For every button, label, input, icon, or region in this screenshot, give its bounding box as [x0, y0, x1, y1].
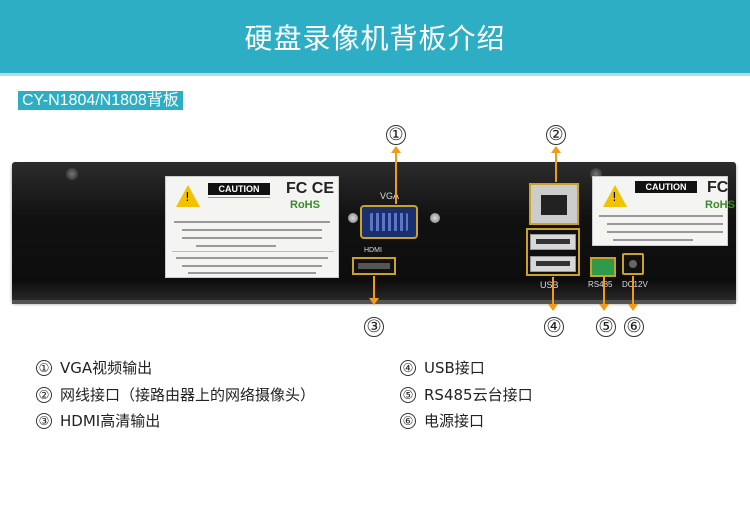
label-text-line	[188, 272, 316, 274]
label-text-line	[182, 237, 322, 239]
arrow-down-icon	[599, 304, 609, 311]
rohs-mark: RoHS	[705, 199, 735, 211]
legend-item: ④ USB接口	[400, 355, 533, 382]
fc-mark: FC	[707, 179, 729, 196]
legend-text: 电源接口	[424, 412, 485, 430]
rs485-port-label: RS485	[588, 280, 613, 289]
legend-item: ③ HDMI高清输出	[36, 408, 315, 435]
vga-port-label: VGA	[380, 191, 400, 201]
legend-text: VGA视频输出	[60, 359, 153, 377]
legend-number: ④	[400, 360, 416, 376]
lan-port	[529, 183, 579, 225]
dc-power-port	[622, 253, 644, 275]
label-text-line	[613, 239, 693, 241]
arrow-line	[632, 276, 634, 304]
warning-label-left: ! CAUTION FC CE RoHS	[165, 176, 339, 278]
legend-item: ② 网线接口（接路由器上的网络摄像头）	[36, 382, 315, 409]
arrow-up-icon	[391, 146, 401, 153]
legend-number: ③	[36, 413, 52, 429]
hdmi-port-label: HDMI	[364, 247, 382, 254]
legend-right: ④ USB接口 ⑤ RS485云台接口 ⑥ 电源接口	[400, 355, 533, 435]
usb-port-group	[526, 228, 580, 276]
page-title: 硬盘录像机背板介绍	[244, 21, 506, 55]
page-header: 硬盘录像机背板介绍	[0, 0, 750, 76]
warning-triangle-icon: !	[176, 185, 200, 207]
callout-2: ②	[546, 125, 566, 145]
arrow-up-icon	[551, 146, 561, 153]
label-text-line	[607, 231, 723, 233]
vga-port	[360, 205, 418, 239]
callout-4: ④	[544, 317, 564, 337]
legend-item: ① VGA视频输出	[36, 355, 315, 382]
label-divider	[172, 251, 334, 252]
rs485-port	[590, 257, 616, 277]
model-label: CY-N1804/N1808背板	[18, 91, 183, 110]
screw-icon	[66, 168, 78, 180]
label-text-line	[182, 265, 322, 267]
label-text-line	[599, 215, 723, 217]
label-text-line	[607, 223, 723, 225]
caution-text: CAUTION	[208, 183, 270, 195]
label-text-line	[182, 229, 322, 231]
legend-number: ⑥	[400, 413, 416, 429]
caution-text: CAUTION	[635, 181, 697, 193]
legend-item: ⑤ RS485云台接口	[400, 382, 533, 409]
legend-item: ⑥ 电源接口	[400, 408, 533, 435]
legend-text: 网线接口（接路由器上的网络摄像头）	[60, 385, 316, 404]
arrow-down-icon	[548, 304, 558, 311]
callout-3: ③	[364, 317, 384, 337]
legend-text: USB接口	[424, 359, 485, 377]
usb-port-bottom	[530, 256, 576, 272]
legend-left: ① VGA视频输出 ② 网线接口（接路由器上的网络摄像头） ③ HDMI高清输出	[36, 355, 315, 435]
usb-port-label: USB	[540, 280, 559, 290]
vga-screw-icon	[348, 213, 358, 223]
callout-6: ⑥	[624, 317, 644, 337]
arrow-line	[555, 152, 557, 182]
fc-ce-mark: FC CE	[286, 180, 334, 197]
dc-port-label: DC12V	[622, 280, 648, 289]
callout-5: ⑤	[596, 317, 616, 337]
legend-number: ⑤	[400, 386, 416, 403]
callout-1: ①	[386, 125, 406, 145]
vga-screw-icon	[430, 213, 440, 223]
arrow-line	[603, 277, 605, 304]
legend-number: ②	[36, 386, 52, 403]
label-divider	[208, 197, 270, 198]
arrow-line	[373, 276, 375, 298]
label-text-line	[174, 221, 330, 223]
arrow-down-icon	[628, 304, 638, 311]
label-text-line	[176, 257, 328, 259]
label-text-line	[196, 245, 276, 247]
rohs-mark: RoHS	[290, 199, 320, 211]
usb-port-top	[530, 234, 576, 250]
warning-triangle-icon: !	[603, 185, 627, 207]
warning-label-right: ! CAUTION FC RoHS	[592, 176, 735, 246]
hdmi-port	[352, 257, 396, 275]
legend-text: RS485云台接口	[424, 385, 533, 404]
legend-text: HDMI高清输出	[60, 412, 161, 430]
arrow-line	[552, 277, 554, 304]
legend-number: ①	[36, 360, 52, 376]
arrow-line	[395, 152, 397, 204]
arrow-down-icon	[369, 298, 379, 305]
